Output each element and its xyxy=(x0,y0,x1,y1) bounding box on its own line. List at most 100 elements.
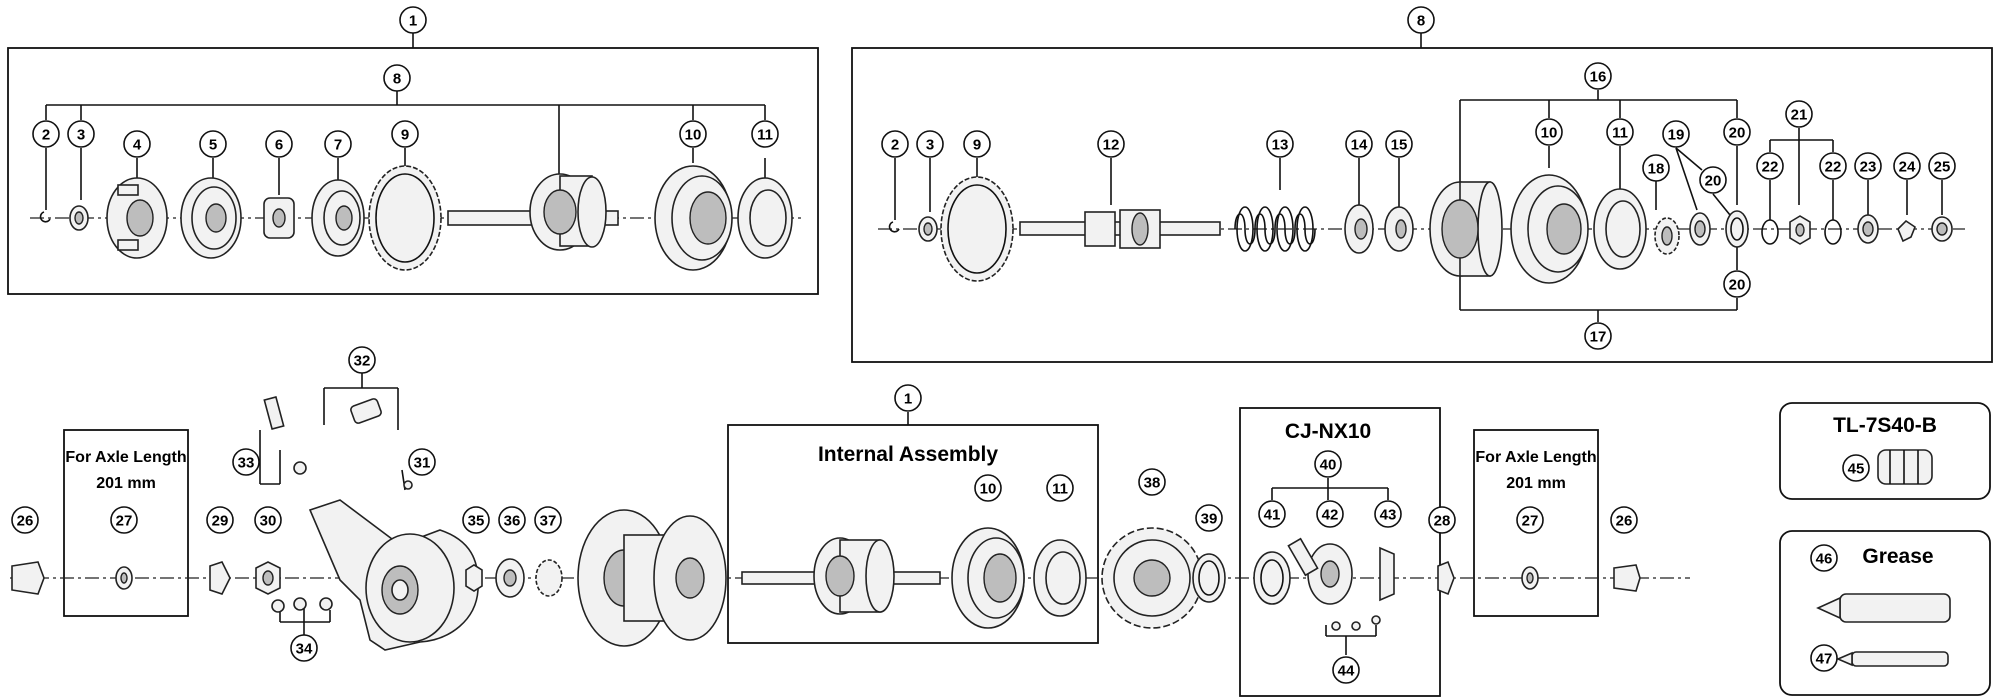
callout-number: 1 xyxy=(409,13,417,30)
callout-34: 34 xyxy=(290,634,318,662)
callout-circle xyxy=(232,448,260,476)
callout-circle xyxy=(1606,118,1634,146)
callout-circle xyxy=(1854,152,1882,180)
callout-circle xyxy=(408,448,436,476)
callout-circle xyxy=(348,346,376,374)
callout-number: 45 xyxy=(1848,461,1865,478)
callout-21: 21 xyxy=(1785,100,1813,128)
callout-number: 35 xyxy=(468,513,485,530)
callout-11: 11 xyxy=(1606,118,1634,146)
callout-number: 26 xyxy=(1616,513,1633,530)
callout-number: 12 xyxy=(1103,137,1120,154)
callout-number: 11 xyxy=(1052,481,1068,498)
callout-circle xyxy=(1699,166,1727,194)
callout-8: 8 xyxy=(1407,6,1435,34)
callout-number: 43 xyxy=(1380,507,1397,524)
callout-number: 25 xyxy=(1934,159,1951,176)
spring-13 xyxy=(1234,213,1316,245)
callout-circle xyxy=(1316,500,1344,528)
callout-number: 34 xyxy=(296,641,313,658)
callout-number: 11 xyxy=(757,127,773,144)
callout-2: 2 xyxy=(32,120,60,148)
callout-number: 31 xyxy=(414,455,431,472)
callout-24: 24 xyxy=(1893,152,1921,180)
callout-number: 28 xyxy=(1434,513,1451,530)
callout-number: 2 xyxy=(42,127,50,144)
callout-circle xyxy=(1819,152,1847,180)
callout-number: 22 xyxy=(1825,159,1842,176)
callout-circle xyxy=(1723,270,1751,298)
callout-10: 10 xyxy=(974,474,1002,502)
callout-35: 35 xyxy=(462,506,490,534)
callout-number: 8 xyxy=(1417,13,1425,30)
callout-47: 47 xyxy=(1810,644,1838,672)
callout-circle xyxy=(534,506,562,534)
callout-3: 3 xyxy=(67,120,95,148)
callout-1: 1 xyxy=(894,384,922,412)
callout-13: 13 xyxy=(1266,130,1294,158)
callout-circle xyxy=(1258,500,1286,528)
washer-22b xyxy=(1824,219,1842,245)
callout-circle xyxy=(881,130,909,158)
callout-number: 22 xyxy=(1762,159,1779,176)
callout-43: 43 xyxy=(1374,500,1402,528)
callout-10: 10 xyxy=(679,120,707,148)
washer-22a xyxy=(1761,219,1779,245)
callout-circle xyxy=(1642,154,1670,182)
callout-29: 29 xyxy=(206,506,234,534)
lock-washer-29 xyxy=(209,561,231,595)
callout-circle xyxy=(1893,152,1921,180)
callout-18: 18 xyxy=(1642,154,1670,182)
callout-33: 33 xyxy=(232,448,260,476)
callout-number: 46 xyxy=(1816,551,1833,568)
internal-unit-box-right xyxy=(851,47,1993,363)
callout-number: 23 xyxy=(1860,159,1877,176)
callout-26: 26 xyxy=(11,506,39,534)
grease-tube-46 xyxy=(1839,593,1951,623)
callout-9: 9 xyxy=(391,120,419,148)
bracket-43 xyxy=(1379,546,1395,602)
callout-circle xyxy=(1516,506,1544,534)
callout-number: 26 xyxy=(17,513,34,530)
callout-circle xyxy=(11,506,39,534)
callout-circle xyxy=(963,130,991,158)
callout-number: 9 xyxy=(973,137,981,154)
callout-1: 1 xyxy=(399,6,427,34)
callout-circle xyxy=(1345,130,1373,158)
callout-circle xyxy=(199,130,227,158)
axle-note-left-line2: 201 mm xyxy=(96,475,156,492)
callout-number: 1 xyxy=(904,391,912,408)
callout-23: 23 xyxy=(1854,152,1882,180)
callout-circle xyxy=(123,130,151,158)
callout-16: 16 xyxy=(1584,62,1612,90)
callout-number: 30 xyxy=(260,513,277,530)
callout-10: 10 xyxy=(1535,118,1563,146)
callout-37: 37 xyxy=(534,506,562,534)
callout-circle xyxy=(1810,644,1838,672)
callout-number: 37 xyxy=(540,513,557,530)
callout-number: 5 xyxy=(209,137,217,154)
callout-number: 4 xyxy=(133,137,142,154)
callout-7: 7 xyxy=(324,130,352,158)
callout-27: 27 xyxy=(110,506,138,534)
callout-number: 10 xyxy=(980,481,997,498)
callout-number: 27 xyxy=(1522,513,1539,530)
callout-40: 40 xyxy=(1314,450,1342,478)
callout-22: 22 xyxy=(1819,152,1847,180)
callout-number: 40 xyxy=(1320,457,1337,474)
callout-number: 20 xyxy=(1729,125,1746,142)
callout-number: 32 xyxy=(354,353,371,370)
callout-circle xyxy=(383,64,411,92)
callout-2: 2 xyxy=(881,130,909,158)
cj-nx10-box xyxy=(1239,407,1441,697)
callout-circle xyxy=(1046,474,1074,502)
callout-number: 42 xyxy=(1322,507,1339,524)
callout-45: 45 xyxy=(1842,454,1870,482)
washer-20 xyxy=(1725,210,1749,248)
callout-circle xyxy=(1584,322,1612,350)
callout-circle xyxy=(894,384,922,412)
callout-31: 31 xyxy=(408,448,436,476)
axle-note-box-left xyxy=(63,429,189,617)
callout-number: 16 xyxy=(1590,69,1607,86)
callout-circle xyxy=(679,120,707,148)
